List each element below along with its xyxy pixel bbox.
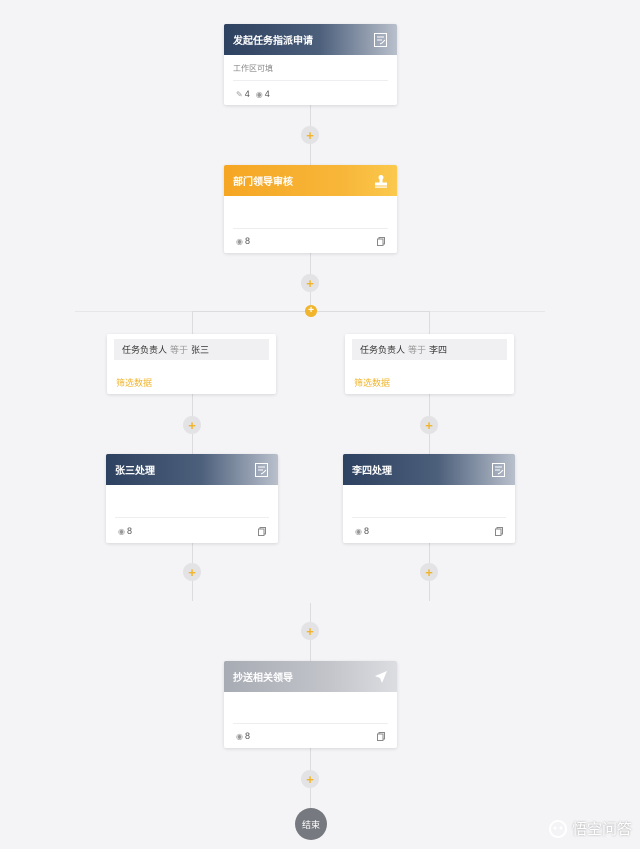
branch-node-header: 李四处理 xyxy=(343,454,515,485)
condition-row: 任务负责人 等于 张三 xyxy=(114,339,269,360)
view-count: 8 xyxy=(363,526,369,536)
pencil-icon: ✎ xyxy=(236,89,243,99)
cc-node-header: 抄送相关领导 xyxy=(224,661,397,692)
cc-node-meta: ◉ 8 xyxy=(236,731,250,741)
view-count: 4 xyxy=(264,89,270,99)
start-node-card[interactable]: 发起任务指派申请 工作区可填 ✎ 4 ◉ 4 xyxy=(224,24,397,105)
view-count: 8 xyxy=(244,236,250,246)
divider xyxy=(233,723,388,724)
eye-icon: ◉ xyxy=(355,526,362,536)
approve-node-title: 部门领导审核 xyxy=(233,177,293,188)
copy-icon[interactable] xyxy=(377,732,385,741)
end-node[interactable]: 结束 xyxy=(295,808,327,840)
copy-icon[interactable] xyxy=(258,527,266,536)
branch-node-title: 李四处理 xyxy=(352,466,392,477)
condition-value: 李四 xyxy=(429,345,448,355)
watermark-text: 悟空问答 xyxy=(571,821,632,838)
condition-field: 任务负责人 xyxy=(360,345,406,355)
condition-value: 张三 xyxy=(191,345,210,355)
add-branch-button[interactable]: + xyxy=(305,305,317,317)
cc-node-card[interactable]: 抄送相关领导 ◉ 8 xyxy=(224,661,397,748)
branch-node-title: 张三处理 xyxy=(115,466,155,477)
send-icon xyxy=(373,669,388,684)
branch-node-meta: ◉ 8 xyxy=(355,526,369,536)
divider xyxy=(115,517,269,518)
start-node-header: 发起任务指派申请 xyxy=(224,24,397,55)
approve-node-header: 部门领导审核 xyxy=(224,165,397,196)
add-node-button[interactable]: + xyxy=(301,770,319,788)
branch-node-meta: ◉ 8 xyxy=(118,526,132,536)
branch-condition-card[interactable]: 任务负责人 等于 张三 筛选数据 xyxy=(107,334,276,394)
start-node-subtitle: 工作区可填 xyxy=(233,64,273,73)
watermark: 悟空问答 xyxy=(548,818,632,839)
add-node-button[interactable]: + xyxy=(301,274,319,292)
filter-data-link[interactable]: 筛选数据 xyxy=(116,378,153,388)
condition-field: 任务负责人 xyxy=(122,345,168,355)
add-node-button[interactable]: + xyxy=(301,126,319,144)
edit-count: 4 xyxy=(244,89,250,99)
wukong-logo-icon xyxy=(548,819,567,838)
start-node-title: 发起任务指派申请 xyxy=(233,36,313,47)
form-icon xyxy=(373,32,388,47)
eye-icon: ◉ xyxy=(236,731,243,741)
copy-icon[interactable] xyxy=(377,237,385,246)
connector-line xyxy=(429,311,430,335)
copy-icon[interactable] xyxy=(495,527,503,536)
approve-node-card[interactable]: 部门领导审核 ◉ 8 xyxy=(224,165,397,253)
condition-operator: 等于 xyxy=(170,345,189,355)
filter-data-link[interactable]: 筛选数据 xyxy=(354,378,391,388)
eye-icon: ◉ xyxy=(118,526,125,536)
add-node-button[interactable]: + xyxy=(301,622,319,640)
form-icon xyxy=(254,462,269,477)
divider xyxy=(233,228,388,229)
add-node-button[interactable]: + xyxy=(183,563,201,581)
divider xyxy=(352,517,506,518)
cc-node-title: 抄送相关领导 xyxy=(233,673,293,684)
branch-node-header: 张三处理 xyxy=(106,454,278,485)
connector-line xyxy=(192,311,193,335)
add-node-button[interactable]: + xyxy=(420,416,438,434)
eye-icon: ◉ xyxy=(236,236,243,246)
branch-node-card[interactable]: 李四处理 ◉ 8 xyxy=(343,454,515,543)
branch-condition-card[interactable]: 任务负责人 等于 李四 筛选数据 xyxy=(345,334,514,394)
condition-row: 任务负责人 等于 李四 xyxy=(352,339,507,360)
condition-operator: 等于 xyxy=(408,345,427,355)
divider xyxy=(233,80,388,81)
eye-icon: ◉ xyxy=(255,89,263,99)
add-node-button[interactable]: + xyxy=(183,416,201,434)
form-icon xyxy=(491,462,506,477)
add-node-button[interactable]: + xyxy=(420,563,438,581)
stamp-icon xyxy=(373,173,388,188)
approve-node-meta: ◉ 8 xyxy=(236,236,250,246)
view-count: 8 xyxy=(244,731,250,741)
start-node-meta: ✎ 4 ◉ 4 xyxy=(236,89,270,99)
view-count: 8 xyxy=(126,526,132,536)
branch-node-card[interactable]: 张三处理 ◉ 8 xyxy=(106,454,278,543)
